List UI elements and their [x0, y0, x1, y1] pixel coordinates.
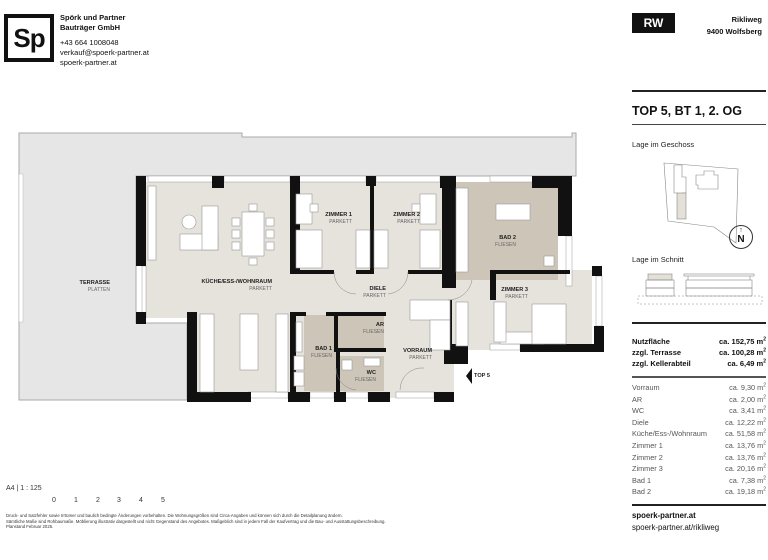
scale-label: A4 | 1 : 125: [6, 485, 42, 492]
scale-tick-2: 2: [96, 497, 100, 504]
company-phone[interactable]: +43 664 1008048: [60, 38, 119, 47]
room-row: Zimmer 3 ca. 20,16 m2: [632, 463, 766, 475]
summary-label: zzgl. Terrasse: [632, 348, 682, 357]
website-link[interactable]: spoerk-partner.at: [632, 511, 696, 520]
room-value: ca. 51,58 m2: [725, 428, 766, 439]
footer-links: spoerk-partner.at spoerk-partner.at/rikl…: [632, 510, 766, 534]
room-row: Diele ca. 12,22 m2: [632, 417, 766, 429]
area-summary: Nutzfläche ca. 152,75 m2 zzgl. Terrasse …: [632, 336, 766, 369]
address-city: 9400 Wolfsberg: [706, 27, 762, 36]
room-row: Zimmer 1 ca. 13,76 m2: [632, 440, 766, 452]
disclaimer-line: Sämtliche Maße sind Rohbaumaße. Möblieru…: [6, 518, 386, 524]
summary-value: ca. 6,49 m2: [727, 358, 766, 368]
company-logo: Sp: [4, 14, 54, 62]
site-plan-diagram: [663, 162, 739, 244]
summary-row-terrasse: zzgl. Terrasse ca. 100,28 m2: [632, 347, 766, 358]
company-name-line2: Bauträger GmbH: [60, 22, 121, 32]
divider: [632, 504, 766, 506]
room-label: Vorraum: [632, 383, 660, 392]
divider: [632, 322, 766, 324]
project-address: Rikliweg 9400 Wolfsberg: [707, 14, 762, 38]
north-arrow-icon: ↑ N: [729, 225, 753, 249]
room-label: Bad 2: [632, 487, 652, 497]
scale-tick-1: 1: [74, 497, 78, 504]
scale-tick-5: 5: [161, 497, 165, 504]
company-email[interactable]: verkauf@spoerk-partner.at: [60, 48, 149, 57]
summary-row-nutzflaeche: Nutzfläche ca. 152,75 m2: [632, 336, 766, 347]
disclaimer: Druck- und Satzfehler sowie Irrtümer und…: [6, 513, 546, 530]
room-value: ca. 12,22 m2: [725, 417, 766, 427]
room-label: Diele: [632, 417, 649, 427]
summary-row-kellerabteil: zzgl. Kellerabteil ca. 6,49 m2: [632, 358, 766, 369]
company-name-line1: Spörk und Partner: [60, 13, 126, 22]
room-row: Zimmer 2 ca. 13,76 m2: [632, 452, 766, 464]
room-row: WC ca. 3,41 m2: [632, 405, 766, 417]
room-label: Zimmer 3: [632, 464, 663, 474]
address-street: Rikliweg: [731, 15, 762, 24]
company-info: Spörk und Partner Bauträger GmbH +43 664…: [60, 13, 149, 68]
summary-label: Nutzfläche: [632, 337, 670, 346]
room-value: ca. 19,18 m2: [725, 486, 766, 497]
north-label: N: [737, 233, 745, 245]
room-label: Küche/Ess-/Wohnraum: [632, 429, 707, 439]
room-area-list: Vorraum ca. 9,30 m2 AR ca. 2,00 m2 WC ca. 3…: [632, 382, 766, 498]
room-value: ca. 9,30 m2: [729, 382, 766, 392]
summary-value: ca. 152,75 m2: [719, 336, 766, 346]
company-website[interactable]: spoerk-partner.at: [60, 58, 117, 67]
scale-tick-0: 0: [52, 497, 56, 504]
room-value: ca. 2,00 m2: [729, 394, 766, 404]
entrance-arrow-icon: [466, 368, 472, 384]
unit-title: TOP 5, BT 1, 2. OG: [632, 104, 742, 118]
room-value: ca. 13,76 m2: [725, 440, 766, 450]
project-page-link[interactable]: spoerk-partner.at/rikliweg: [632, 523, 720, 532]
disclaimer-line: Planstand Februar 2025.: [6, 524, 54, 530]
room-label: WC: [632, 406, 645, 416]
divider: [632, 124, 766, 125]
room-row: Küche/Ess-/Wohnraum ca. 51,58 m2: [632, 428, 766, 440]
lage-schnitt-label: Lage im Schnitt: [632, 255, 684, 264]
room-value: ca. 7,38 m2: [729, 475, 766, 485]
logo-text: Sp: [13, 23, 45, 53]
room-label: AR: [632, 394, 643, 404]
divider: [632, 90, 766, 92]
room-value: ca. 20,16 m2: [725, 463, 766, 474]
divider: [632, 376, 766, 378]
room-row: Bad 2 ca. 19,18 m2: [632, 486, 766, 498]
lage-geschoss-label: Lage im Geschoss: [632, 140, 695, 149]
room-value: ca. 3,41 m2: [729, 405, 766, 416]
summary-value: ca. 100,28 m2: [719, 347, 766, 357]
floor-plan: [18, 132, 604, 402]
scale-tick-4: 4: [139, 497, 143, 504]
room-row: Vorraum ca. 9,30 m2: [632, 382, 766, 394]
room-row: AR ca. 2,00 m2: [632, 394, 766, 406]
room-label: Zimmer 1: [632, 440, 663, 450]
room-value: ca. 13,76 m2: [725, 452, 766, 462]
section-diagram: [637, 273, 763, 305]
room-label: Zimmer 2: [632, 452, 663, 462]
scale-tick-3: 3: [117, 497, 121, 504]
entrance-label: TOP 5: [474, 373, 490, 379]
room-row: Bad 1 ca. 7,38 m2: [632, 475, 766, 487]
room-label: Bad 1: [632, 475, 652, 485]
summary-label: zzgl. Kellerabteil: [632, 359, 691, 368]
disclaimer-line: Druck- und Satzfehler sowie Irrtümer und…: [6, 513, 343, 518]
project-badge: RW: [632, 13, 675, 33]
